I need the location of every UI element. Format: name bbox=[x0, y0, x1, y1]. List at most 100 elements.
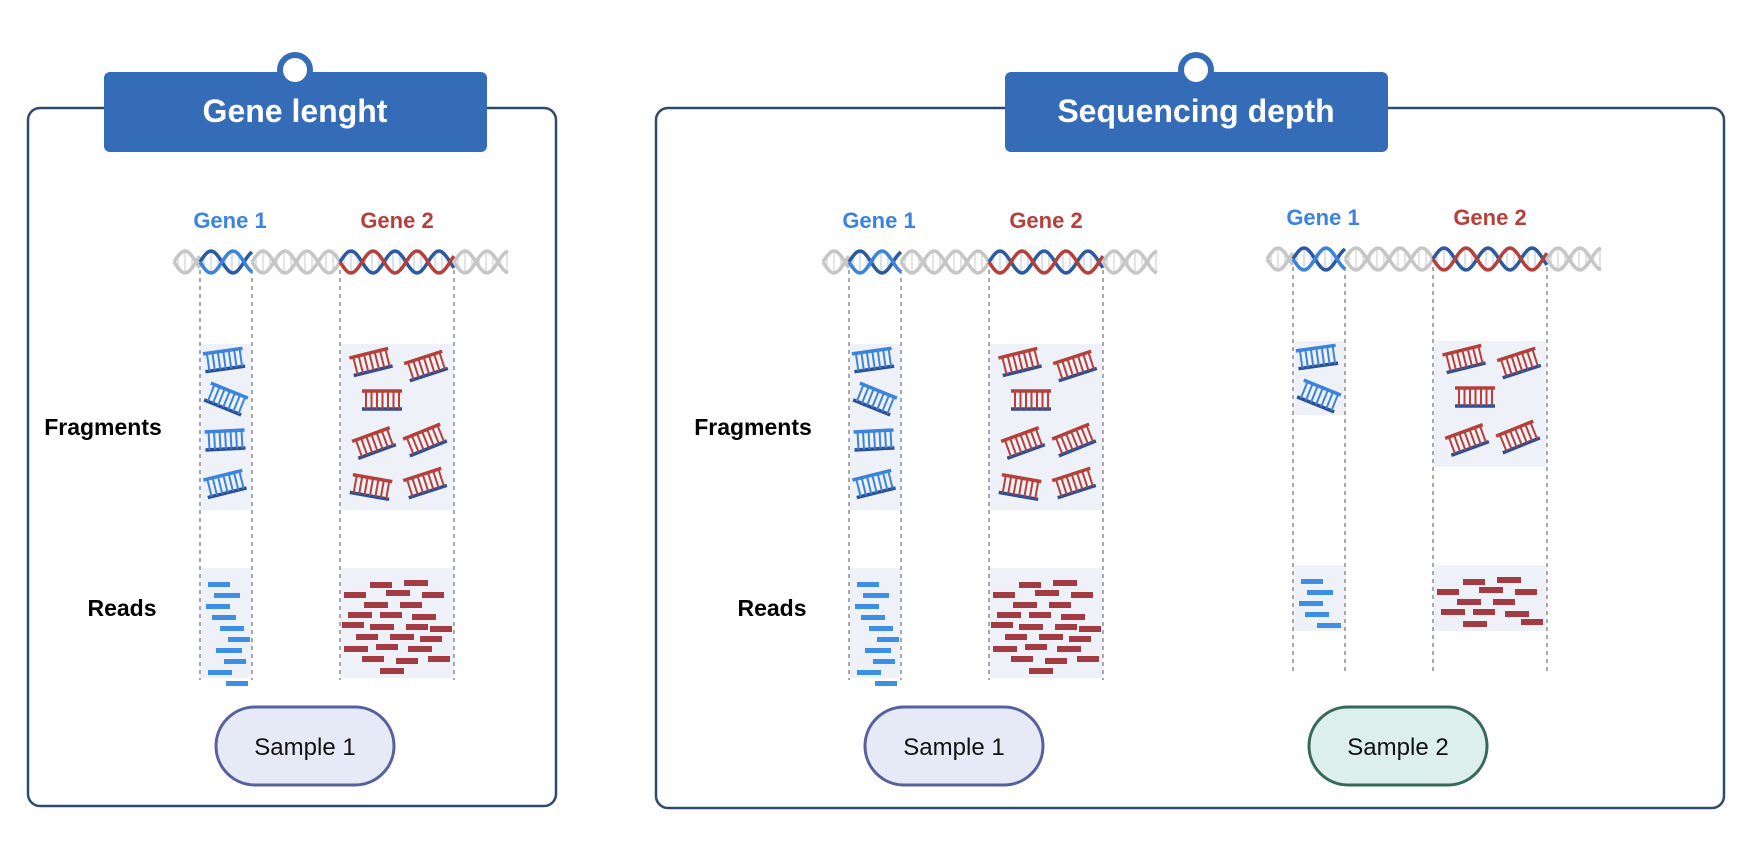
fragment-rung bbox=[1075, 472, 1084, 491]
read-bar bbox=[208, 670, 232, 675]
fragment-strand bbox=[402, 422, 441, 441]
fragment-rung bbox=[385, 428, 394, 446]
read-bar bbox=[344, 592, 366, 598]
fragment-strand bbox=[408, 483, 448, 500]
fragment-rung bbox=[854, 353, 860, 372]
fragment-strand bbox=[854, 364, 895, 374]
fragment-rung bbox=[1065, 475, 1073, 494]
dna-fragment bbox=[1441, 343, 1487, 375]
fragment-rung bbox=[1070, 473, 1079, 492]
dna-strand-front bbox=[1101, 249, 1158, 275]
fragment-rung bbox=[205, 353, 211, 372]
dna-fragment bbox=[1455, 386, 1495, 408]
fragment-rung bbox=[1473, 427, 1482, 445]
fragment-rung bbox=[207, 431, 211, 450]
fragment-rung bbox=[213, 431, 216, 450]
read-bar bbox=[224, 659, 246, 664]
dna-fragment bbox=[1011, 389, 1051, 411]
fragment-rung bbox=[876, 350, 882, 369]
fragment-rung bbox=[1082, 353, 1090, 372]
read-bar bbox=[861, 615, 885, 620]
fragment-rung bbox=[882, 349, 887, 368]
fragment-rung bbox=[1524, 423, 1533, 442]
fragment-strand bbox=[851, 468, 892, 482]
read-bar bbox=[993, 592, 1015, 598]
fragment-strand bbox=[1502, 436, 1541, 455]
fragment-strand bbox=[854, 446, 895, 452]
fragment-strand bbox=[203, 398, 242, 417]
fragment-strand bbox=[210, 381, 249, 400]
fragment-strand bbox=[403, 349, 443, 366]
fragment-rung bbox=[426, 429, 435, 447]
sample-pill bbox=[863, 705, 1045, 787]
fragment-rung bbox=[374, 479, 380, 498]
read-bar bbox=[1305, 612, 1329, 617]
read-bar bbox=[997, 612, 1021, 618]
fragment-rung bbox=[1060, 477, 1068, 496]
fragment-rung bbox=[1023, 479, 1029, 498]
fragment-rung bbox=[887, 470, 894, 489]
gene1-fragment-area bbox=[1293, 341, 1345, 415]
fragment-rung bbox=[1456, 351, 1463, 370]
fragment-rung bbox=[856, 431, 860, 450]
fragment-rung bbox=[860, 352, 865, 371]
dna-strand-front bbox=[1291, 246, 1347, 272]
fragment-rung bbox=[436, 424, 446, 443]
read-bar bbox=[1035, 590, 1059, 596]
fragment-strand bbox=[851, 346, 892, 356]
fragment-rung bbox=[866, 476, 873, 495]
fragment-rung bbox=[1509, 430, 1518, 448]
fragment-strand bbox=[205, 446, 246, 452]
fragment-rung bbox=[1056, 362, 1064, 380]
dna-fragment bbox=[998, 472, 1042, 502]
fragment-strand bbox=[204, 428, 245, 434]
fragment-rung bbox=[1331, 345, 1337, 364]
panel-title: Gene lenght bbox=[203, 93, 388, 129]
fragment-rung bbox=[1320, 389, 1329, 407]
read-bar bbox=[1515, 589, 1537, 595]
fragment-rung bbox=[866, 388, 875, 406]
read-bar bbox=[212, 615, 236, 620]
fragment-rung bbox=[384, 348, 391, 367]
dna-strand-front bbox=[1265, 252, 1295, 272]
dna-fragment bbox=[852, 381, 898, 417]
read-bar bbox=[228, 637, 250, 642]
fragment-rung bbox=[1014, 435, 1023, 454]
fragment-rung bbox=[411, 477, 419, 496]
fragment-rung bbox=[357, 355, 364, 374]
fragment-rung bbox=[1315, 347, 1320, 366]
fragment-rung bbox=[216, 351, 222, 370]
fragment-rung bbox=[410, 435, 420, 453]
fragment-strand bbox=[852, 398, 891, 417]
dna-strand-front bbox=[987, 249, 1105, 275]
read-bar bbox=[1029, 612, 1051, 618]
dna-fragment bbox=[1296, 378, 1342, 414]
dna-fragment bbox=[402, 422, 448, 458]
read-bar bbox=[1013, 602, 1037, 608]
row-label-fragments: Fragments bbox=[44, 414, 162, 440]
gene1-label: Gene 1 bbox=[842, 208, 915, 233]
fragment-rung bbox=[217, 388, 226, 406]
read-bar bbox=[1029, 668, 1053, 674]
gene1-label: Gene 1 bbox=[193, 208, 266, 233]
fragment-rung bbox=[385, 480, 391, 499]
fragment-rung bbox=[1070, 431, 1079, 449]
fragment-rung bbox=[379, 479, 385, 499]
fragment-rung bbox=[1330, 393, 1340, 412]
read-bar bbox=[1479, 587, 1503, 593]
read-bar bbox=[396, 658, 418, 664]
fragment-rung bbox=[1447, 436, 1456, 455]
fragment-rung bbox=[1310, 385, 1319, 403]
fragment-rung bbox=[1034, 480, 1040, 499]
fragment-rung bbox=[886, 396, 896, 415]
read-bar bbox=[356, 634, 378, 640]
fragment-rung bbox=[862, 431, 865, 450]
read-bar bbox=[342, 622, 364, 628]
fragment-rung bbox=[1468, 429, 1477, 447]
fragment-rung bbox=[860, 386, 870, 404]
fragment-rung bbox=[882, 472, 889, 491]
read-bar bbox=[1463, 621, 1487, 627]
dna-strand-front bbox=[1343, 246, 1435, 272]
